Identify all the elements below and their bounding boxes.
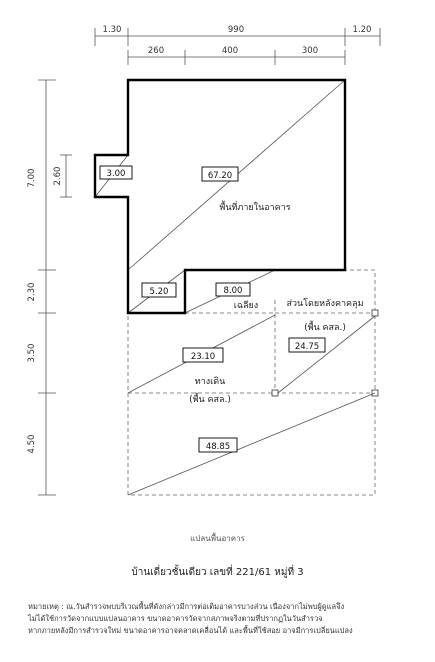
walk-value: 23.10 [191,352,215,362]
area-value-step: 5.20 [141,282,177,298]
dim-left-2: 2.30 [27,283,37,302]
side-label-2: (พื้น คสล.) [304,320,346,333]
dim-top-seg-1: 260 [148,46,164,56]
dim-left-4: 4.50 [27,435,37,454]
dashed-areas [127,269,376,496]
walk-label-1: ทางเดิน [195,376,225,387]
yard-value: 48.85 [206,442,230,452]
plan-subtitle: แปลนพื้นอาคาร [190,534,245,543]
area-value-walk: 23.10 [182,347,224,363]
building-outline [93,78,347,315]
step-value: 5.20 [150,287,169,297]
left-dimension-chain [38,79,72,496]
main-area-value: 67.20 [208,171,232,181]
area-value-side: 24.75 [288,337,326,353]
bump-value: 3.00 [107,169,126,179]
dim-top-right-margin: 1.20 [353,25,372,35]
porch-label: เฉลียง [234,300,258,311]
dim-top-left-margin: 1.30 [103,25,122,35]
remark-line: ไม่ได้ใช้การวัดจากแบบแปลนอาคาร ขนาดอาคาร… [28,614,323,623]
remark-line: หากภายหลังมีการสำรวจใหม่ ขนาดอาคารอาจคลา… [28,626,353,635]
walk-label-2: (พื้น คสล.) [189,392,231,405]
dim-top-total: 990 [228,25,244,35]
area-value-porch: 8.00 [215,282,251,297]
dim-left-1: 7.00 [27,169,37,188]
plan-title: บ้านเดี่ยวชั้นเดียว เลขที่ 221/61 หมู่ที… [131,567,304,578]
area-value-main: 67.20 [201,166,239,182]
dim-top-seg-2: 400 [222,46,238,56]
dim-left-3: 3.50 [27,344,37,363]
porch-value: 8.00 [224,286,243,296]
side-label-1: ส่วนโดยหลังคาคลุม [286,298,363,309]
top-dimension-chain [94,28,381,65]
main-area-label: พื้นที่ภายในอาคาร [219,200,290,213]
remark-line: หมายเหตุ : ณ.วันสำรวจพบบริเวณพื้นที่ดังก… [28,602,345,611]
area-value-bump: 3.00 [99,165,133,180]
dim-left-sub: 2.60 [53,167,63,186]
side-value: 24.75 [295,342,319,352]
area-value-yard: 48.85 [198,437,238,453]
remarks: หมายเหตุ : ณ.วันสำรวจพบบริเวณพื้นที่ดังก… [28,601,418,637]
dim-top-seg-3: 300 [302,46,318,56]
